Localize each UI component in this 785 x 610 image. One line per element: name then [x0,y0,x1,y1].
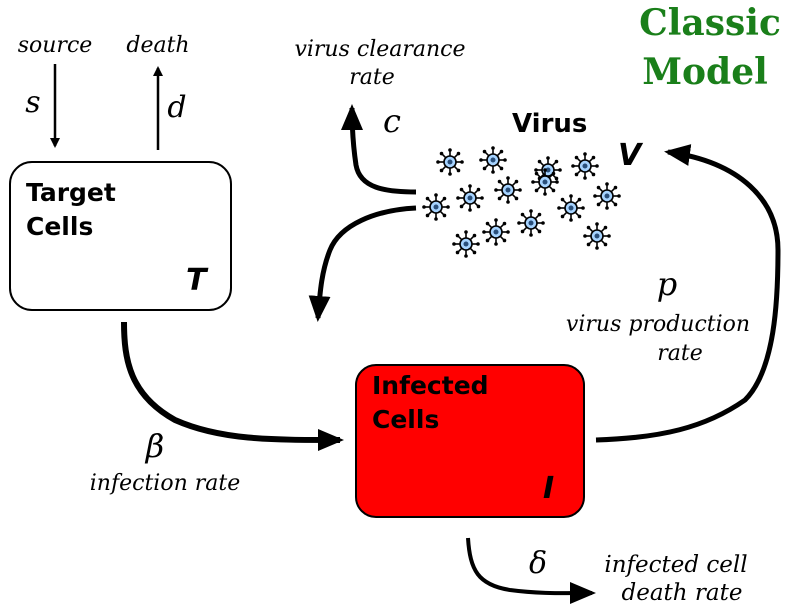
virus-production-arrow [595,144,781,443]
infection-virus-arrow [308,205,417,322]
infected-cells-symbol: I [543,471,554,506]
infected-cells-line1: Infected [372,371,489,400]
infected-death-line2: death rate [622,580,743,606]
infected-cells-box [355,364,585,518]
death-symbol: d [167,90,186,125]
infected-death-line1: infected cell [604,552,747,578]
infection-arrow [121,321,344,451]
virus-particle [456,184,484,212]
clearance-line1: virus clearance [294,37,465,62]
clearance-arrow [341,104,417,195]
source-symbol: s [25,85,40,120]
clearance-line2: rate [349,65,395,90]
virus-particle [452,230,480,258]
infection-rate-label: infection rate [90,471,240,496]
clearance-symbol: c [383,102,401,140]
target-cells-symbol: T [186,263,209,298]
infected-death-symbol: δ [529,546,547,581]
virus-particle [571,152,599,180]
virus-particle [482,218,510,246]
virus-particle [494,176,522,204]
infected-cells-line2: Cells [372,405,439,434]
production-line1: virus production [566,312,750,337]
title-line2: Model [642,51,768,93]
production-symbol: p [657,265,677,303]
target-cells-line1: Target [26,178,116,207]
infected-death-arrow [466,537,596,605]
virus-particle [593,182,621,210]
title-line1: Classic [639,2,781,44]
target-cells-line2: Cells [26,212,93,241]
virus-particle [479,146,507,174]
virus-particle [531,168,559,196]
virus-particle [436,148,464,176]
production-line2: rate [657,341,703,366]
virus-particle [422,193,450,221]
source-label: source [18,33,93,58]
virus-symbol: V [618,138,644,173]
virus-particle-cluster [422,146,621,258]
virus-particle [583,222,611,250]
virus-particle [557,194,585,222]
death-label: death [126,33,189,58]
infection-symbol: β [145,427,165,465]
target-cells-box [9,161,232,311]
virus-label: Virus [512,109,587,139]
virus-particle [517,209,545,237]
